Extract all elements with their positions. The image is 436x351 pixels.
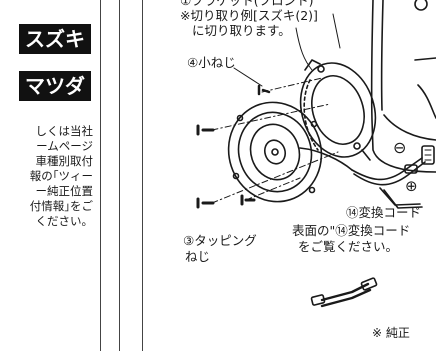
plus-terminal-icon: ⊕ [405, 177, 418, 195]
brand-tag-suzuki: スズキ [19, 24, 91, 54]
screw-icon [196, 197, 215, 209]
panel-border-left [100, 0, 101, 351]
screw-icon [257, 84, 271, 96]
spare-converter-cord [320, 282, 370, 302]
body-line: 報の｢ツィー [29, 169, 93, 183]
body-line: しくは当社 [35, 124, 94, 138]
footnote: ※ 純正 [372, 326, 410, 340]
body-line: ームページ [36, 139, 93, 153]
body-line: 車種別取付 [35, 154, 94, 168]
converter-cord-label: ⑭変換コード [346, 205, 422, 220]
body-line: 付情報｣をご [29, 199, 93, 213]
bracket-ring [299, 62, 377, 158]
surface-note-line1: 表面の"⑭変換コード [292, 223, 411, 238]
door-panel-outline [370, 0, 436, 173]
door-hole [414, 0, 428, 11]
column-divider-left [119, 0, 120, 351]
body-line: ー純正位置 [35, 184, 94, 198]
cut-example-note-cont: に切り取ります。 [192, 23, 291, 38]
minus-terminal-icon: ⊖ [393, 138, 407, 157]
speaker-frame [227, 101, 323, 203]
surface-note-line2: をご覧ください。 [298, 239, 399, 254]
small-screw-label: ④小ねじ [187, 55, 236, 70]
speaker-tweeter [263, 139, 287, 165]
tapping-screw-label: ③タッピング [183, 233, 257, 248]
brand-tag-mazda: マツダ [19, 71, 91, 101]
tapping-screw-label-cont: ねじ [185, 249, 211, 264]
bracket-cut-label: ①ブラケット(フロント) [180, 0, 314, 8]
connector-plug [421, 145, 435, 165]
body-line: ください。 [35, 214, 94, 228]
screw-icon [240, 194, 256, 206]
column-divider-right [142, 0, 143, 351]
cut-example-note: ※切り取り例[スズキ(2)] [180, 8, 318, 23]
screw-icon [196, 124, 215, 136]
